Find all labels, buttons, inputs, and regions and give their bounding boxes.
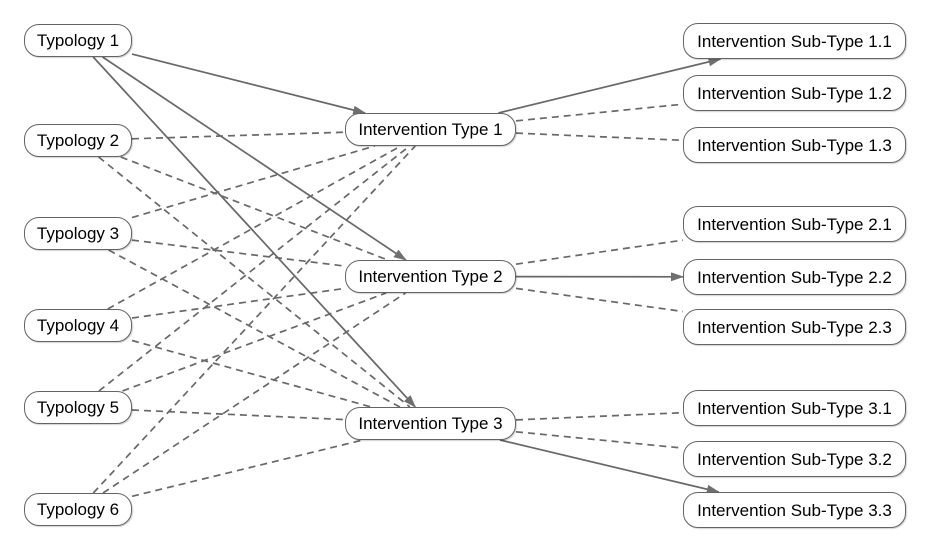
edge-it1-s11 (498, 57, 722, 114)
node-label: Intervention Sub-Type 2.1 (697, 214, 892, 234)
edge-it1-s13 (515, 132, 684, 142)
edge-t2-it3 (98, 156, 411, 408)
edge-t3-it2 (131, 239, 346, 267)
node-typology-3: Typology 3 (24, 217, 132, 250)
edge-t5-it1 (98, 145, 411, 392)
node-intervention-type-3: Intervention Type 3 (345, 407, 516, 440)
edge-t4-it3 (131, 339, 372, 408)
node-label: Typology 6 (36, 500, 120, 519)
node-label: Intervention Sub-Type 1.1 (697, 31, 892, 51)
node-label: Intervention Sub-Type 2.3 (697, 317, 892, 337)
node-intervention-sub-type-3-3: Intervention Sub-Type 3.3 (683, 492, 906, 528)
node-intervention-sub-type-2-2: Intervention Sub-Type 2.2 (683, 259, 906, 295)
node-typology-6: Typology 6 (24, 493, 132, 526)
node-intervention-sub-type-1-3: Intervention Sub-Type 1.3 (683, 127, 906, 163)
node-label: Intervention Sub-Type 2.2 (697, 267, 892, 287)
edge-t1-it3 (92, 56, 416, 408)
node-typology-4: Typology 4 (24, 309, 132, 342)
node-label: Typology 4 (36, 316, 120, 335)
edge-it2-s21 (515, 239, 684, 266)
node-intervention-type-1: Intervention Type 1 (345, 113, 516, 146)
edge-t1-it1 (131, 53, 367, 115)
edge-t6-it3 (131, 439, 364, 498)
node-label: Typology 5 (36, 398, 120, 417)
node-intervention-sub-type-1-2: Intervention Sub-Type 1.2 (683, 75, 906, 111)
node-label: Intervention Type 1 (358, 120, 503, 139)
node-intervention-sub-type-1-1: Intervention Sub-Type 1.1 (683, 23, 906, 59)
edge-t3-it1 (131, 145, 375, 219)
edge-it3-s31 (515, 411, 684, 421)
edge-t4-it2 (131, 287, 346, 319)
edge-it3-s33 (499, 439, 720, 494)
node-label: Intervention Type 3 (358, 414, 503, 433)
node-label: Intervention Sub-Type 1.2 (697, 83, 892, 103)
edge-t6-it1 (92, 145, 416, 494)
node-intervention-sub-type-2-3: Intervention Sub-Type 2.3 (683, 309, 906, 345)
edge-t5-it2 (122, 292, 387, 392)
edge-t4-it1 (107, 145, 402, 310)
node-label: Intervention Sub-Type 3.1 (697, 398, 892, 418)
node-label: Typology 2 (36, 131, 120, 150)
node-label: Intervention Sub-Type 1.3 (697, 135, 892, 155)
node-label: Intervention Type 2 (358, 267, 503, 286)
node-intervention-sub-type-2-1: Intervention Sub-Type 2.1 (683, 206, 906, 242)
edge-it2-s23 (515, 287, 684, 313)
edge-it3-s32 (515, 430, 684, 449)
node-typology-5: Typology 5 (24, 391, 132, 424)
node-typology-2: Typology 2 (24, 124, 132, 157)
edge-t5-it3 (131, 409, 346, 421)
edge-t6-it2 (102, 292, 406, 494)
node-label: Typology 3 (36, 224, 120, 243)
node-label: Typology 1 (36, 31, 120, 50)
node-label: Intervention Sub-Type 3.2 (697, 449, 892, 469)
node-label: Intervention Sub-Type 3.3 (697, 500, 892, 520)
edge-t1-it2 (102, 56, 407, 261)
node-typology-1: Typology 1 (24, 24, 132, 57)
node-intervention-sub-type-3-1: Intervention Sub-Type 3.1 (683, 390, 906, 426)
node-intervention-sub-type-3-2: Intervention Sub-Type 3.2 (683, 441, 906, 477)
edge-it1-s12 (515, 103, 684, 122)
node-intervention-type-2: Intervention Type 2 (345, 260, 516, 293)
